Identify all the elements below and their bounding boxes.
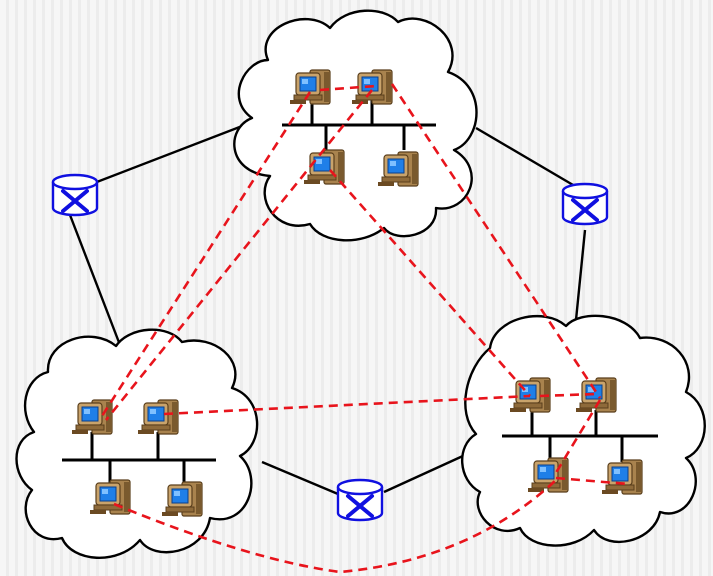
overlay-link — [319, 84, 377, 92]
link-top-router-left — [75, 116, 264, 192]
cloud-right — [461, 314, 706, 547]
overlay-link — [104, 89, 374, 421]
overlay-link — [100, 91, 312, 417]
link-top-router-right — [475, 126, 586, 194]
overlay-link — [390, 83, 602, 399]
link-cloud-left-router-bottom — [261, 460, 339, 496]
computer-icon — [89, 479, 131, 515]
computer-icon — [601, 459, 643, 495]
computer-icon — [289, 69, 331, 105]
computer-icon — [161, 481, 203, 517]
router-icon — [51, 173, 99, 217]
physical-links — [68, 116, 587, 496]
link-router-right-cloud-right — [573, 229, 587, 331]
overlay-link — [555, 476, 629, 486]
computer-icon — [137, 399, 179, 435]
computer-icon — [377, 151, 419, 187]
computer-icon — [71, 399, 113, 435]
link-router-left-cloud-left — [68, 214, 122, 346]
router-icon — [336, 478, 384, 522]
overlay-link — [539, 392, 597, 398]
link-router-bottom-cloud-right — [383, 448, 477, 494]
lan-bus-left — [62, 432, 216, 484]
overlay-links — [100, 83, 629, 574]
overlay-link — [329, 169, 531, 397]
router-icon — [561, 182, 609, 226]
overlay-link — [163, 394, 531, 416]
